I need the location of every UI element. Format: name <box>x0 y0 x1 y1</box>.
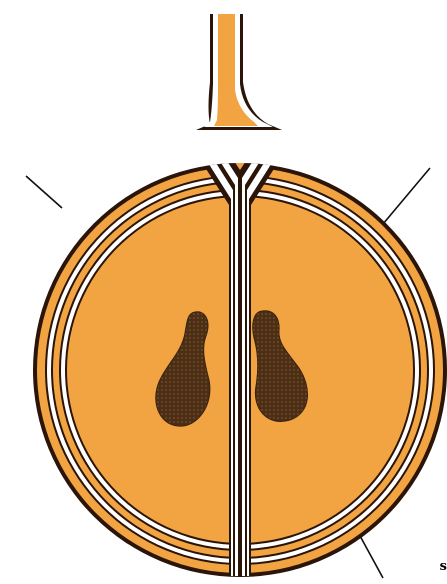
stalk <box>196 14 282 130</box>
edge-label: s <box>440 559 447 574</box>
leader-line-outer-wall <box>26 176 62 208</box>
